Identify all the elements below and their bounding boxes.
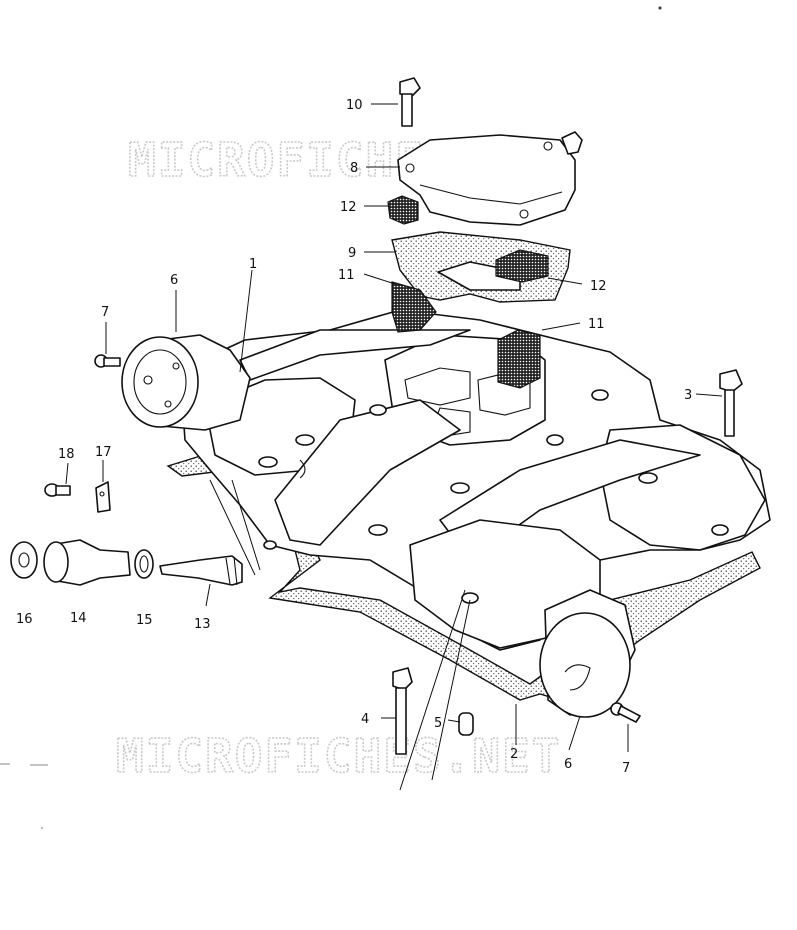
callout-2: 2 bbox=[510, 747, 518, 762]
callout-12-right: 12 bbox=[590, 279, 607, 294]
callout-10: 10 bbox=[346, 98, 363, 113]
part-8-upper-cover bbox=[397, 131, 583, 226]
part-6-end-cap-left bbox=[121, 334, 251, 431]
part-4-bolt bbox=[392, 667, 413, 755]
callouts: 10 8 12 9 11 12 11 1 6 7 3 18 17 16 14 1… bbox=[16, 98, 692, 776]
part-6-end-cap-right bbox=[539, 589, 636, 718]
callout-7-left: 7 bbox=[101, 305, 109, 320]
callout-9: 9 bbox=[348, 246, 356, 261]
watermark-bottom: MICROFICHES.NET bbox=[116, 729, 561, 783]
callout-3: 3 bbox=[684, 388, 692, 403]
part-7-screw-right bbox=[610, 702, 641, 723]
callout-4: 4 bbox=[361, 712, 369, 727]
callout-6-left: 6 bbox=[170, 273, 178, 288]
part-15-ring bbox=[134, 549, 154, 579]
callout-17: 17 bbox=[95, 445, 112, 460]
callout-6-right: 6 bbox=[564, 757, 572, 772]
leader-lines bbox=[65, 103, 723, 791]
callout-13: 13 bbox=[194, 617, 211, 632]
part-17-clip bbox=[95, 481, 111, 513]
part-13-drive-gear bbox=[159, 555, 243, 586]
part-12-pad-right bbox=[495, 249, 549, 283]
part-18-screw bbox=[44, 483, 71, 497]
part-5-dowel bbox=[458, 712, 474, 736]
callout-11-right: 11 bbox=[588, 317, 605, 332]
part-7-screw-left bbox=[94, 354, 121, 368]
part-11-pad-right bbox=[497, 329, 541, 389]
callout-14: 14 bbox=[70, 611, 87, 626]
callout-7-right: 7 bbox=[622, 761, 630, 776]
callout-12-upper: 12 bbox=[340, 200, 357, 215]
callout-8: 8 bbox=[350, 161, 358, 176]
part-11-pad-left bbox=[391, 281, 437, 333]
callout-15: 15 bbox=[136, 613, 153, 628]
part-14-sleeve bbox=[43, 539, 131, 586]
callout-18: 18 bbox=[58, 447, 75, 462]
part-10-bolt bbox=[399, 77, 421, 127]
part-3-bolt bbox=[719, 369, 743, 437]
callout-11-left: 11 bbox=[338, 268, 355, 283]
part-12-pad-upper bbox=[387, 195, 419, 225]
part-16-washer bbox=[10, 541, 38, 579]
callout-5: 5 bbox=[434, 716, 442, 731]
callout-1: 1 bbox=[249, 257, 257, 272]
scan-specks bbox=[0, 6, 662, 829]
callout-16: 16 bbox=[16, 612, 33, 627]
